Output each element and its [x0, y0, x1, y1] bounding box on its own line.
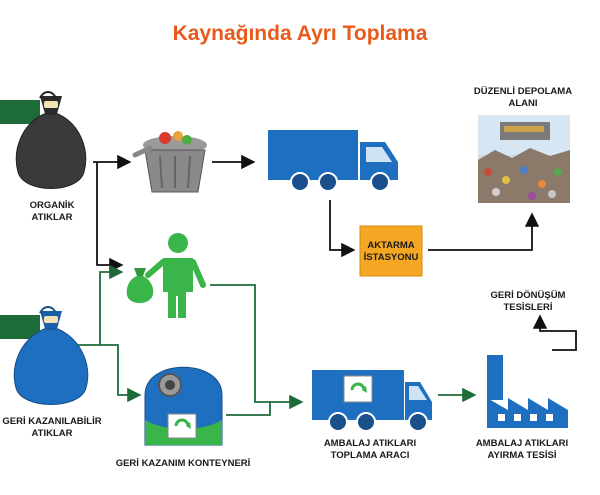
transfer-station-box: [359, 225, 423, 277]
recycling-facilities-line2: TESİSLERİ: [503, 302, 552, 313]
recyclable-label-line1: GERİ KAZANILABİLİR: [2, 416, 101, 427]
transfer-label-line1: AKTARMA: [367, 240, 414, 251]
landfill-label-line2: ALANI: [508, 98, 537, 109]
trash-can-icon: [132, 131, 207, 193]
diagram-title: Kaynağında Ayrı Toplama: [173, 22, 428, 45]
pack-truck-label-line2: TOPLAMA ARACI: [331, 450, 410, 461]
recyclable-label-line2: ATIKLAR: [32, 428, 73, 439]
arrow-recyclable-to-container: [78, 344, 142, 403]
arrow-container-to-truck: [226, 402, 271, 416]
landfill-photo-icon: [478, 115, 570, 203]
arrow-recyclable-to-person: [99, 264, 124, 345]
factory-icon: [487, 355, 568, 428]
organic-truck-icon: [268, 130, 398, 192]
recycle-symbol-icon: [350, 382, 366, 391]
transfer-label-line2: İSTASYONU: [364, 252, 419, 263]
recycling-facilities-line1: GERİ DÖNÜŞÜM: [491, 290, 566, 301]
arrow-truck-to-transfer: [329, 200, 356, 258]
landfill-label-line1: DÜZENLİ DEPOLAMA: [474, 86, 572, 97]
separation-label-line2: AYIRMA TESİSİ: [488, 450, 557, 461]
green-flow-arrows: [78, 264, 477, 416]
organic-label-line2: ATIKLAR: [32, 212, 73, 223]
arrow-organic-to-person: [96, 162, 124, 273]
recycle-container-icon: [144, 366, 223, 446]
arrow-factory-to-recycling: [532, 314, 577, 351]
organic-label-line1: ORGANİK: [30, 200, 75, 211]
pack-truck-label-line1: AMBALAJ ATIKLARI: [324, 438, 416, 449]
organic-side-bar: [0, 100, 40, 124]
person-throwing-icon: [126, 233, 206, 318]
packaging-truck-icon: [312, 370, 432, 432]
separation-label-line1: AMBALAJ ATIKLARI: [476, 438, 568, 449]
arrow-transfer-to-landfill: [428, 212, 540, 251]
arrow-person-to-truck: [210, 284, 304, 410]
organic-bag-icon: [15, 91, 87, 189]
container-label: GERİ KAZANIM KONTEYNERİ: [116, 458, 251, 469]
recycle-symbol-icon: [174, 418, 190, 427]
recyclable-bag-icon: [13, 306, 89, 405]
